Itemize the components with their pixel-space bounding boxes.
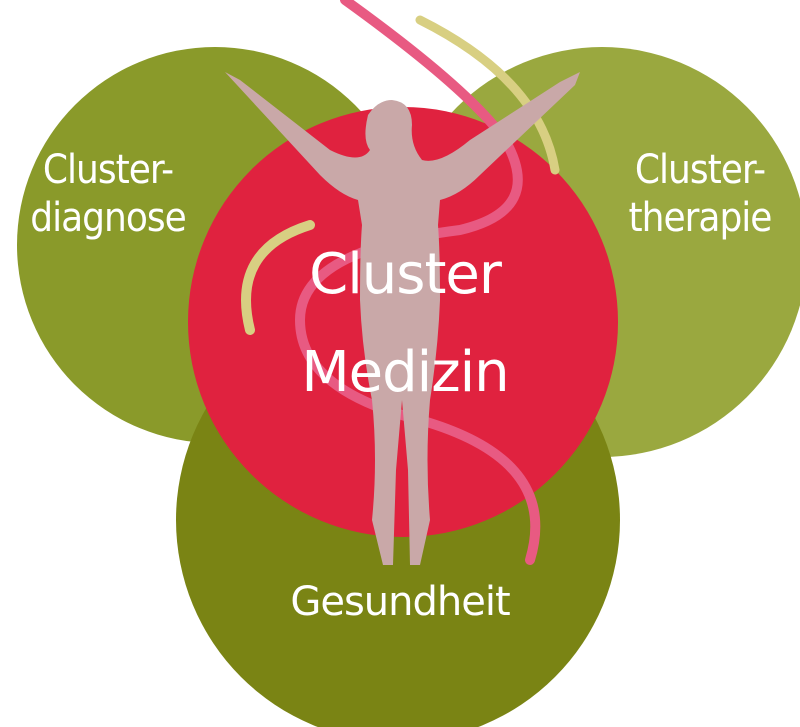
label-line: Cluster [309, 242, 502, 307]
label-line: Medizin [301, 340, 509, 405]
human-figure-icon [225, 72, 580, 565]
brush-stroke-right [459, 36, 761, 71]
label-line: Cluster- [634, 147, 766, 193]
label-gesundheit: Gesundheit [290, 579, 510, 625]
label-line: diagnose [30, 195, 186, 241]
label-cluster-medizin: Cluster Medizin [250, 226, 560, 422]
label-clusterdiagnose: Cluster- diagnose [8, 146, 208, 242]
ribbon-gold-left [241, 220, 315, 335]
ribbon-gold-top [415, 15, 560, 175]
label-clustertherapie: Cluster- therapie [600, 146, 800, 242]
label-line: Cluster- [42, 147, 174, 193]
brush-stroke-left [29, 33, 381, 91]
label-line: therapie [628, 195, 773, 241]
ribbon-pink [294, 0, 541, 565]
